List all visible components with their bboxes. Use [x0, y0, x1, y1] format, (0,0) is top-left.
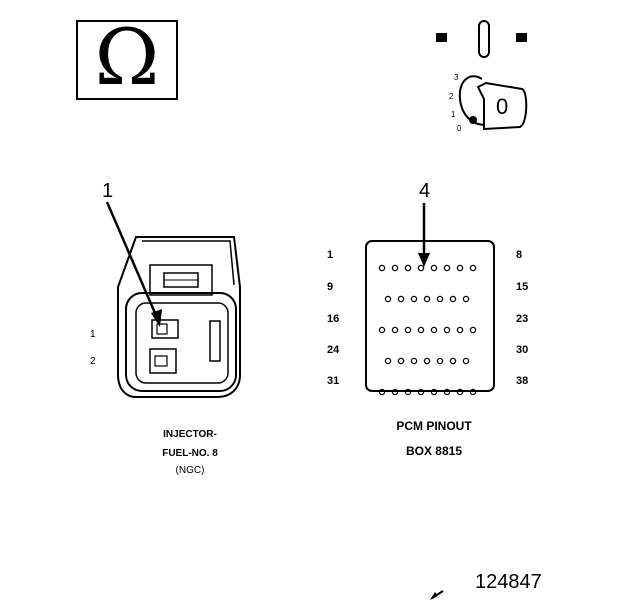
pcm-pin: [423, 357, 431, 365]
key-head-icon: [476, 81, 528, 131]
pcm-caption-line-2: BOX 8815: [405, 444, 463, 458]
pcm-row-label-right-5: 38: [516, 375, 529, 387]
pcm-pin: [417, 388, 425, 395]
pcm-pin: [404, 326, 412, 334]
injector-callout-number: 1: [102, 180, 114, 202]
pcm-pin: [462, 357, 470, 365]
ohm-icon: Ω: [94, 13, 160, 103]
switch-slot: [478, 20, 490, 58]
key-position-3: 3: [454, 73, 459, 82]
pcm-pin: [404, 388, 412, 395]
injector-caption-line-3: (NGC): [175, 465, 205, 476]
terminal-2: [149, 348, 177, 374]
pcm-row-label-right-4: 30: [516, 344, 529, 356]
injector-connector: [105, 201, 241, 398]
pcm-row-label-right-2: 15: [516, 281, 529, 293]
pcm-pin: [469, 326, 477, 334]
pcm-pin: [410, 357, 418, 365]
pcm-row-label-left-5: 31: [327, 375, 340, 387]
key-position-marker: [469, 116, 477, 124]
pcm-pin: [378, 264, 386, 272]
pcm-pin: [449, 295, 457, 303]
pcm-pin: [423, 295, 431, 303]
key-position-2: 2: [449, 92, 454, 101]
pcm-pin: [469, 388, 477, 395]
pcm-row-label-left-2: 9: [327, 281, 334, 293]
pcm-pin: [404, 264, 412, 272]
pcm-pin: [456, 388, 464, 395]
injector-arrowhead: [151, 309, 162, 327]
switch-contact-right: [516, 33, 527, 42]
pcm-connector: [365, 203, 495, 395]
pcm-arrowhead: [418, 253, 430, 267]
injector-callout-arrow: [105, 201, 160, 321]
pcm-pin: [378, 388, 386, 395]
switch-contact-left: [436, 33, 447, 42]
pcm-pin: [417, 326, 425, 334]
pcm-pin: [436, 357, 444, 365]
pcm-pin: [391, 388, 399, 395]
corner-arrow-icon: [430, 590, 444, 600]
pcm-row-label-left-3: 16: [327, 313, 340, 325]
terminal-1: [151, 319, 179, 339]
figure-number: 124847: [475, 571, 542, 593]
pcm-pin: [462, 295, 470, 303]
key-cylinder-icon: [458, 75, 493, 126]
pcm-pin: [391, 264, 399, 272]
pcm-connector-body: [365, 240, 495, 392]
pcm-pin: [417, 264, 425, 272]
pcm-row-label-right-3: 23: [516, 313, 529, 325]
injector-caption-line-2: FUEL-NO. 8: [162, 448, 218, 459]
pcm-callout-number: 4: [419, 180, 431, 202]
pcm-pin: [469, 264, 477, 272]
ohmmeter-symbol: Ω: [76, 16, 178, 100]
pcm-pin: [397, 295, 405, 303]
pcm-pin: [384, 357, 392, 365]
pcm-pin: [436, 295, 444, 303]
pcm-row-label-left-4: 24: [327, 344, 340, 356]
pcm-pin: [391, 326, 399, 334]
ignition-key-diagram: [436, 20, 528, 131]
injector-pin-2-label: 2: [90, 356, 96, 367]
connector-latch: [149, 264, 213, 296]
pcm-pin: [397, 357, 405, 365]
pcm-pin: [456, 326, 464, 334]
pcm-caption-line-1: PCM PINOUT: [396, 419, 472, 433]
pcm-pin: [430, 264, 438, 272]
pcm-pin: [443, 264, 451, 272]
pcm-pin: [384, 295, 392, 303]
pcm-pin: [378, 326, 386, 334]
pcm-pin: [443, 388, 451, 395]
injector-caption-line-1: INJECTOR-: [163, 429, 217, 440]
pcm-pin-grid: [378, 264, 477, 395]
injector-pin-1-label: 1: [90, 329, 96, 340]
pcm-pin: [410, 295, 418, 303]
key-position-0: 0: [457, 124, 462, 133]
key-symbol: 0: [496, 94, 509, 119]
pcm-row-label-left-1: 1: [327, 249, 334, 261]
connector-face: [125, 292, 237, 392]
pcm-pin: [430, 326, 438, 334]
pcm-pin: [456, 264, 464, 272]
pcm-pin: [449, 357, 457, 365]
key-position-1: 1: [451, 110, 456, 119]
pcm-pin: [430, 388, 438, 395]
pcm-row-label-right-1: 8: [516, 249, 523, 261]
pcm-pin: [443, 326, 451, 334]
connector-key-slot: [209, 320, 221, 362]
connector-housing: [117, 236, 241, 398]
